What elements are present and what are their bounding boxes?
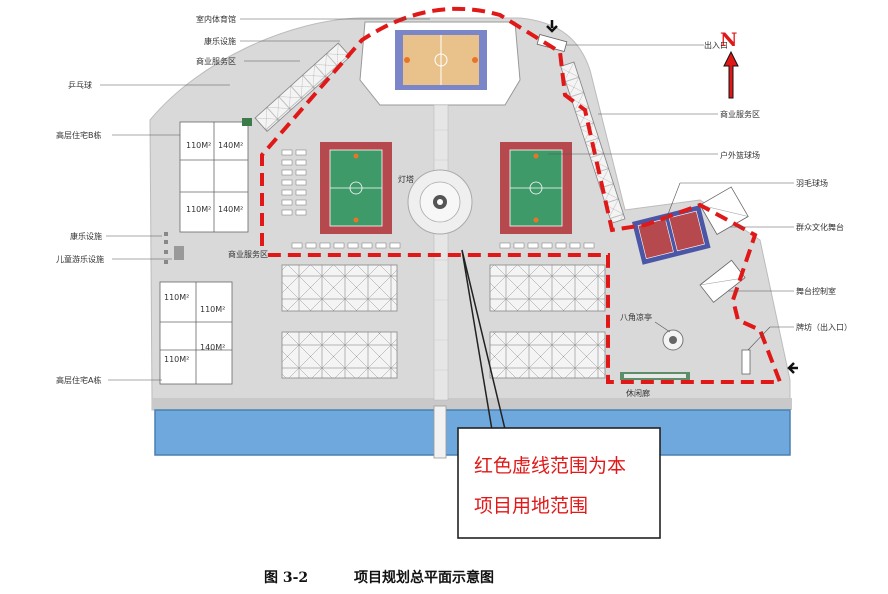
figure-title: 项目规划总平面示意图: [354, 569, 494, 586]
tent-strip-upper-left: [254, 42, 351, 132]
label-recreation-left: 康乐设施: [70, 231, 102, 241]
label-pingpong: 乒乓球: [68, 80, 92, 90]
area-label-140: 140M²: [218, 205, 243, 214]
bench-grid: [281, 149, 307, 216]
area-label-110: 110M²: [164, 355, 189, 364]
basketball-court-left: [320, 142, 392, 234]
highrise-b3-building: [179, 121, 249, 233]
tent-block-upper-right: [489, 264, 606, 312]
tent-block-lower-left: [281, 331, 398, 379]
tent-block-upper-left: [281, 264, 398, 312]
area-label-110: 110M²: [164, 293, 189, 302]
rest-corridor: [620, 372, 690, 380]
badminton-courts: [632, 205, 711, 265]
tent-block-lower-right: [489, 331, 606, 379]
area-label-110: 110M²: [186, 205, 211, 214]
callout-line-1: 红色虚线范围为本: [474, 455, 626, 477]
label-culture-stage: 群众文化舞台: [796, 222, 844, 232]
entrance-arrow-top-icon: [546, 20, 558, 33]
area-label-140: 140M²: [200, 343, 225, 352]
label-archway: 牌坊（出入口）: [796, 322, 852, 332]
label-lamp-tower: 灯塔: [398, 174, 414, 184]
callout-box: [457, 427, 661, 539]
label-recreation-top: 康乐设施: [204, 36, 236, 46]
label-highrise-b3: 高层住宅B栋: [56, 130, 102, 140]
pingpong-tables: [242, 118, 252, 126]
stage-control-building: [699, 259, 746, 303]
basketball-court-right: [500, 142, 572, 234]
label-commercial-bottom: 商业服务区: [228, 249, 268, 259]
label-commercial-left: 商业服务区: [196, 56, 236, 66]
gym-ball-icon: [404, 57, 410, 63]
highrise-a-building: [159, 281, 233, 385]
archway-bottom: [741, 349, 751, 375]
label-rest-corridor: 休闲廊: [626, 388, 650, 398]
bench-row: [291, 242, 595, 249]
site-boundary: [260, 6, 783, 384]
label-indoor-gym: 室内体育馆: [196, 14, 236, 24]
label-stage-control: 舞台控制室: [796, 286, 836, 296]
kids-play-equipment: [174, 246, 184, 260]
area-label-110: 110M²: [186, 141, 211, 150]
recreation-equipment: [164, 232, 168, 264]
compass-north-letter: N: [720, 29, 737, 51]
label-outdoor-basketball: 户外篮球场: [720, 150, 760, 160]
central-walkway: [433, 104, 449, 401]
callout-line-2: 项目用地范围: [474, 495, 588, 517]
bridge: [433, 405, 447, 459]
label-kids-play: 儿童游乐设施: [56, 254, 104, 264]
label-highrise-a: 高层住宅A栋: [56, 375, 101, 385]
road: [152, 398, 792, 410]
label-entrance-top: 出入口: [704, 40, 728, 50]
area-label-110: 110M²: [200, 305, 225, 314]
label-commercial-right: 商业服务区: [720, 109, 760, 119]
label-octagon-pavilion: 八角凉亭: [620, 312, 652, 322]
area-label-140: 140M²: [218, 141, 243, 150]
compass-arrow-icon: [723, 50, 739, 99]
label-badminton: 羽毛球场: [796, 178, 828, 188]
entrance-arrow-right-icon: [787, 362, 798, 374]
figure-number: 图 3-2: [264, 570, 308, 586]
